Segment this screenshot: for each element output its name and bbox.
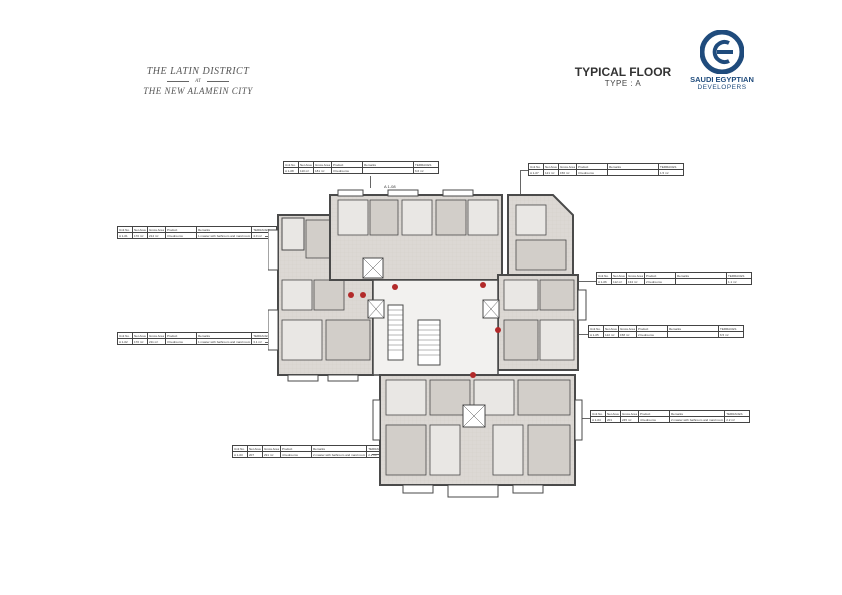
right-mid-wing bbox=[497, 274, 587, 371]
entry-marker bbox=[348, 292, 354, 298]
cell-net-area: 122 m² bbox=[603, 331, 619, 338]
entry-marker bbox=[495, 327, 501, 333]
building-core bbox=[367, 279, 500, 376]
cell-unit-no: A 1-04 bbox=[590, 416, 606, 423]
leader-line bbox=[572, 281, 596, 282]
cell-product: 3 bedrooms bbox=[165, 232, 198, 239]
cell-unit-no: A 1-07 bbox=[528, 169, 544, 176]
leader-line bbox=[578, 418, 590, 419]
cell-terraces: 1.5 m² bbox=[658, 169, 685, 176]
entry-markers bbox=[348, 282, 501, 378]
leader-line bbox=[520, 170, 521, 200]
company-name-line2: DEVELOPERS bbox=[697, 84, 747, 91]
cell-unit-no: A 1-06 bbox=[596, 278, 612, 285]
leader-line bbox=[520, 170, 528, 171]
floor-title-block: TYPICAL FLOOR TYPE : A bbox=[548, 65, 698, 88]
project-title-line2: AT bbox=[118, 79, 278, 84]
cell-product: 3 bedrooms bbox=[331, 167, 364, 174]
leader-line bbox=[370, 176, 371, 188]
cell-terraces: 6.5 m² bbox=[718, 331, 745, 338]
cell-gross-area: 211 m² bbox=[146, 338, 167, 345]
cell-net-area: 110 m² bbox=[298, 167, 314, 174]
bottom-wing bbox=[372, 374, 583, 498]
entry-marker bbox=[360, 292, 366, 298]
cell-unit-no: A 1-01 bbox=[117, 232, 133, 239]
cell-remarks: 2 master with bathroom and maid room bbox=[669, 416, 726, 423]
floor-type: TYPE : A bbox=[604, 79, 642, 88]
cell-net-area: 170 m² bbox=[132, 338, 148, 345]
se-monogram-icon bbox=[700, 30, 744, 74]
cell-unit-no: A 1-02 bbox=[117, 338, 133, 345]
cell-gross-area: 158 m² bbox=[617, 331, 638, 338]
project-title-line3: THE NEW ALAMEIN CITY bbox=[143, 86, 253, 96]
leader-line bbox=[572, 334, 588, 335]
cell-terraces: 2.2 m² bbox=[724, 416, 751, 423]
cell-gross-area: 214 m² bbox=[146, 232, 167, 239]
cell-unit-no: A 1-08 bbox=[283, 167, 299, 174]
cell-net-area: 112 m² bbox=[611, 278, 627, 285]
floor-title: TYPICAL FLOOR bbox=[574, 65, 672, 79]
cell-net-area: 207 bbox=[247, 451, 263, 458]
cell-gross-area: 181 m² bbox=[312, 167, 333, 174]
cell-terraces: 6.6 m² bbox=[413, 167, 440, 174]
typical-floor-plan: A 1-08 bbox=[268, 184, 587, 498]
cell-product: 3 bedrooms bbox=[576, 169, 609, 176]
plan-unit-label: A 1-08 bbox=[384, 184, 396, 189]
top-wing bbox=[329, 189, 503, 281]
cell-product: 2 bedrooms bbox=[636, 331, 669, 338]
cell-net-area: 170 m² bbox=[132, 232, 148, 239]
cell-unit-no: A 1-03 bbox=[232, 451, 248, 458]
project-title-line1: THE LATIN DISTRICT bbox=[146, 66, 250, 77]
entry-marker bbox=[480, 282, 486, 288]
cell-remarks bbox=[362, 167, 415, 174]
cell-product: 3 bedrooms bbox=[165, 338, 198, 345]
project-title-block: THE LATIN DISTRICT AT THE NEW ALAMEIN CI… bbox=[118, 66, 278, 96]
cell-terraces: 1.1 m² bbox=[726, 278, 753, 285]
cell-remarks bbox=[675, 278, 728, 285]
cell-net-area: 121 m² bbox=[543, 169, 559, 176]
cell-net-area: 201 bbox=[605, 416, 621, 423]
entry-marker bbox=[392, 284, 398, 290]
cell-gross-area: 134 m² bbox=[625, 278, 646, 285]
cell-product: 4 bedrooms bbox=[638, 416, 671, 423]
cell-remarks: 2 master with bathroom and maid room bbox=[311, 451, 368, 458]
right-upper-wing bbox=[507, 194, 574, 276]
cell-product: 2 bedrooms bbox=[644, 278, 677, 285]
cell-remarks: 1 master with bathroom and maid room bbox=[196, 338, 253, 345]
cell-gross-area: 245 m² bbox=[619, 416, 640, 423]
cell-gross-area: 156 m² bbox=[557, 169, 578, 176]
entry-marker bbox=[470, 372, 476, 378]
company-logo: SAUDI EGYPTIAN DEVELOPERS bbox=[682, 30, 762, 91]
cell-remarks bbox=[667, 331, 720, 338]
cell-remarks: 1 master with bathroom and maid room bbox=[196, 232, 253, 239]
cell-unit-no: A 1-05 bbox=[588, 331, 604, 338]
cell-gross-area: 291 m² bbox=[261, 451, 282, 458]
cell-remarks bbox=[607, 169, 660, 176]
company-name-line1: SAUDI EGYPTIAN bbox=[690, 75, 754, 84]
